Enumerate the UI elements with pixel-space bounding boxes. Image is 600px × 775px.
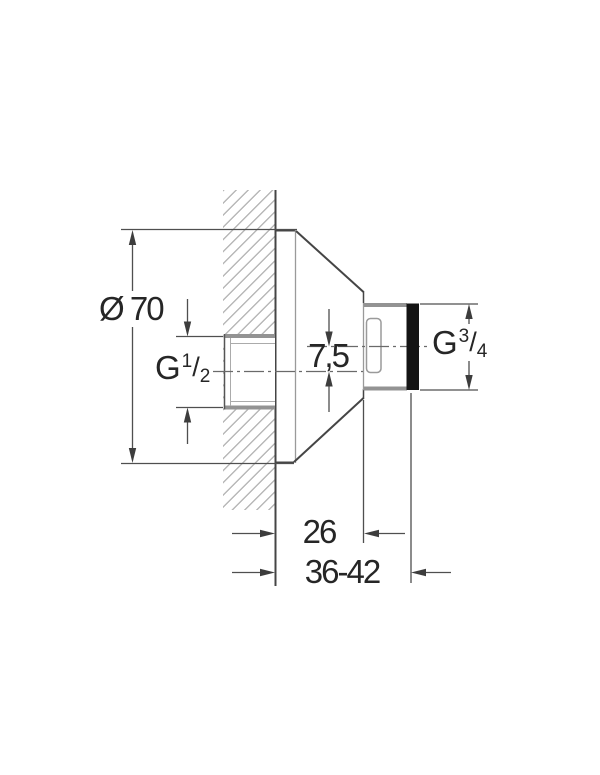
dim-g12-arrow-down xyxy=(183,321,192,337)
dim-inlet-thread xyxy=(176,299,223,444)
dim-g34-arrow-down xyxy=(465,375,473,390)
inlet-thread-denominator: 2 xyxy=(199,366,211,387)
dim-g34-arrow-up xyxy=(465,304,473,319)
dim26-arrow-right xyxy=(260,529,275,538)
dim75-arrow-up xyxy=(325,371,333,387)
cone-top-edge xyxy=(295,230,365,293)
dim-offset-7-5 xyxy=(325,309,333,412)
label-projection-36-42: 36-42 xyxy=(304,553,381,590)
dimension-lines xyxy=(121,228,478,583)
dim-g12-arrow-up xyxy=(183,407,192,423)
dim26-arrow-left xyxy=(364,529,379,538)
outlet-recess-contour xyxy=(365,317,382,374)
cone-bottom-edge xyxy=(293,397,365,463)
outlet-thread-denominator: 4 xyxy=(476,341,488,362)
cone-body xyxy=(293,230,365,463)
dim-outlet-thread xyxy=(420,303,478,391)
outlet-thread-numerator: 3 xyxy=(458,326,470,347)
inlet-thread-numerator: 1 xyxy=(181,351,193,372)
outlet-seal-band xyxy=(406,303,419,390)
label-projection-26: 26 xyxy=(302,513,338,550)
dim-projection-26 xyxy=(232,529,405,538)
label-offset-7-5: 7,5 xyxy=(308,337,350,374)
inlet-thread-slash: / xyxy=(192,352,200,382)
label-diameter-70: Ø 70 xyxy=(99,290,165,327)
dim-diameter-70 xyxy=(121,228,297,465)
dim3642-arrow-left xyxy=(411,568,426,577)
inlet-thread-prefix: G xyxy=(155,349,181,386)
outlet-thread-prefix: G xyxy=(432,324,458,361)
dim-projection-36-42 xyxy=(232,568,451,577)
dim70-arrow-up xyxy=(128,230,137,245)
dim3642-arrow-right xyxy=(260,568,275,577)
dim75-arrow-down xyxy=(325,331,333,347)
outlet-thread-slash: / xyxy=(469,327,477,357)
dim70-arrow-down xyxy=(128,448,137,463)
flange-disc xyxy=(275,229,297,464)
